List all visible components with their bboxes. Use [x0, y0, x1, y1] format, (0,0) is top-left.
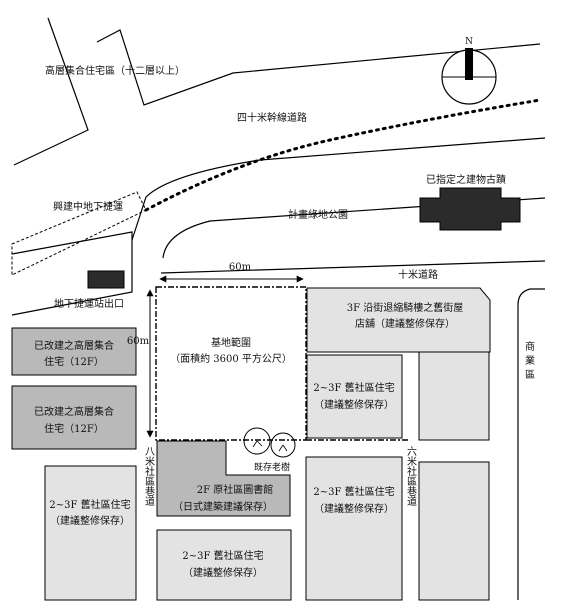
old-house-center — [305, 456, 403, 601]
commercial-block-upper — [418, 351, 490, 441]
label-rebuilt-upper-line2: 住宅（12F） — [44, 355, 104, 368]
road-lines — [11, 17, 546, 600]
road-edge-park-north — [162, 197, 546, 259]
label-arcade-line1: 3F 沿街退縮騎樓之舊街屋 — [347, 301, 463, 314]
label-alley-6m: 六米社區巷道 — [405, 446, 417, 506]
label-highrise-zone: 高層集合住宅區（十二層以上） — [45, 64, 185, 77]
label-library-line2: （日式建築建議保存） — [173, 500, 273, 513]
historic-building — [419, 187, 521, 231]
north-arrow-icon — [441, 48, 497, 105]
label-north: N — [465, 37, 473, 47]
label-commercial-zone: 商業區 — [523, 340, 535, 383]
label-old-house-bottom-line1: 2~3F 舊社區住宅 — [182, 549, 263, 562]
metro-route-dotted — [144, 98, 542, 212]
rebuilt-highrise-12f-upper — [11, 327, 137, 376]
label-rebuilt-lower-line2: 住宅（12F） — [44, 422, 104, 435]
label-site-title: 基地範圍 — [211, 336, 251, 349]
label-old-house-right-line2: （建議整修保存） — [314, 398, 394, 411]
arcade-shophouses — [306, 287, 491, 353]
label-arterial-road: 四十米幹線道路 — [237, 111, 307, 124]
label-site-area: （面積約 3600 平方公尺） — [170, 352, 292, 365]
old-house-left — [44, 465, 137, 601]
label-arcade-line2: 店舖（建議整修保存） — [355, 317, 455, 330]
label-old-house-left-line2: （建議整修保存） — [50, 514, 130, 527]
label-dim-height: 60m — [127, 336, 150, 347]
label-old-trees: 既存老樹 — [254, 461, 290, 473]
library-building — [156, 440, 291, 517]
label-metro-exit: 地下捷運站出口 — [54, 297, 124, 310]
site-boundary — [155, 286, 307, 441]
label-dim-width: 60m — [229, 262, 252, 273]
old-house-bottom — [156, 529, 292, 601]
label-road-10m: 十米道路 — [398, 268, 438, 281]
label-metro-construction: 興建中地下捷運 — [53, 200, 123, 213]
commercial-block-lower — [418, 461, 490, 601]
rebuilt-highrise-12f-lower — [11, 385, 137, 450]
label-old-house-right-line1: 2~3F 舊社區住宅 — [313, 381, 394, 394]
label-old-house-bottom-line2: （建議整修保存） — [183, 566, 263, 579]
old-house-right-upper — [306, 354, 403, 439]
old-trees-icon — [243, 427, 296, 458]
road-edge-highrise-west — [13, 17, 89, 166]
label-old-house-center-line1: 2~3F 舊社區住宅 — [313, 485, 394, 498]
label-planned-park: 計畫綠地公園 — [288, 208, 348, 221]
label-alley-8m: 八米社區巷道 — [143, 446, 155, 506]
label-library-line1: 2F 原社區圖書館 — [197, 483, 273, 496]
road-edge-metro-block — [11, 231, 133, 316]
road-edge-arterial-south — [131, 137, 546, 241]
metro-exit-box — [87, 270, 125, 289]
label-rebuilt-lower-line1: 已改建之高層集合 — [34, 405, 114, 418]
road-edge-commercial — [517, 288, 545, 600]
road-edge-highrise-north — [96, 29, 541, 106]
label-rebuilt-upper-line1: 已改建之高層集合 — [34, 339, 114, 352]
label-historic-site: 已指定之建物古蹟 — [426, 173, 506, 186]
label-old-house-left-line1: 2~3F 舊社區住宅 — [49, 498, 130, 511]
road-edge-park-south — [160, 260, 546, 274]
label-old-house-center-line2: （建議整修保存） — [314, 502, 394, 515]
